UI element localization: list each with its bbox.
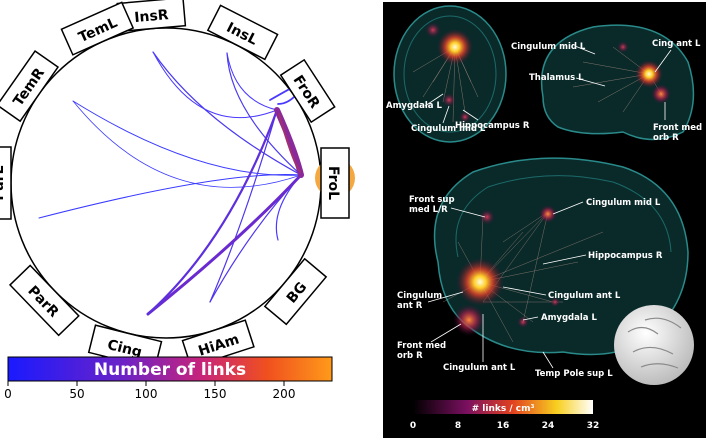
label-leader-line — [552, 201, 584, 215]
chord-fror-hiam-a — [209, 109, 278, 303]
brain-region-label: Hippocampus R — [455, 121, 530, 131]
segment-insl: InsL — [206, 4, 279, 61]
label-leader-line — [430, 323, 462, 343]
chord-frol-parl — [38, 174, 302, 219]
connectogram-ring — [10, 27, 322, 339]
segment-frol: FroL — [320, 147, 350, 219]
density-tick-label: 8 — [455, 421, 461, 431]
segment-fror: FroR — [279, 58, 336, 124]
segment-insr: InsR — [116, 0, 187, 33]
colorbar-tick-label: 100 — [135, 387, 158, 401]
label-leader-line — [522, 316, 539, 321]
colorbar-ticks: 0 50 100 150 200 — [4, 381, 295, 401]
brain-region-label: Temp Pole sup L — [535, 369, 613, 379]
connection-chords — [38, 51, 316, 316]
link-colorbar — [7, 356, 333, 382]
brain-region-label: Amygdala L — [386, 101, 442, 111]
brain-region-label: Amygdala L — [541, 313, 597, 323]
segment-label: InsR — [134, 7, 170, 26]
density-colorbar — [413, 400, 593, 414]
chord-frol-cing — [146, 173, 303, 316]
brain-region-label: Cingulum mid L — [511, 42, 586, 52]
chord-fror-teml — [72, 100, 302, 188]
brain-region-label: ant R — [397, 301, 423, 311]
brain-region-label: Thalamus L — [529, 73, 584, 83]
label-leader-line — [574, 45, 596, 55]
segment-bg: BG — [263, 257, 328, 326]
label-leader-line — [542, 254, 587, 265]
density-tick-label: 16 — [497, 421, 510, 431]
label-leader-line — [427, 291, 464, 303]
brain-region-label: Cingulum ant L — [443, 363, 516, 373]
brain-region-label: Hippocampus R — [588, 251, 663, 261]
segment-label: ParL — [0, 165, 7, 200]
colorbar-tick-label: 200 — [273, 387, 296, 401]
chord-frol-bg — [275, 174, 302, 241]
label-leader-line — [575, 77, 606, 87]
brain-region-label: med L/R — [409, 205, 448, 215]
chord-fror-frol-core — [278, 113, 301, 173]
segment-parr: ParR — [8, 264, 80, 337]
label-leader-line — [502, 286, 547, 296]
density-tick-label: 24 — [542, 421, 555, 431]
colorbar-tick-label: 0 — [4, 387, 12, 401]
segment-teml: TemL — [60, 1, 135, 56]
brain-region-label: Front med — [653, 123, 702, 133]
brain-region-label: orb R — [653, 133, 679, 143]
label-leader-line — [442, 105, 450, 124]
region-segments: InsRInsLFroRFroLBGHiAmCingParRParLTemRTe… — [0, 0, 350, 370]
brain-region-label: Cing ant L — [652, 39, 701, 49]
brain-top-left — [393, 5, 507, 143]
brain-region-label: Front sup — [409, 195, 455, 205]
density-colorbar-title: # links / cm³ — [472, 404, 535, 414]
density-tick-label: 0 — [410, 421, 416, 431]
brain-region-label: orb R — [397, 351, 423, 361]
connectogram-svg: InsRInsLFroRFroLBGHiAmCingParRParLTemRTe… — [0, 0, 355, 401]
density-colorbar-ticks: 0 8 16 24 32 — [410, 421, 599, 431]
chord-fror-insl — [226, 52, 278, 111]
brain-region-label: Front med — [397, 341, 446, 351]
density-tick-label: 32 — [587, 421, 600, 431]
colorbar-title: Number of links — [94, 360, 246, 380]
brain-region-label: Cingulum mid L — [411, 124, 486, 134]
chord-frol-insl — [226, 52, 302, 176]
label-leader-line — [654, 49, 672, 73]
colorbar-tick-label: 150 — [204, 387, 227, 401]
label-leader-line — [462, 109, 479, 121]
label-leader-line — [450, 207, 486, 218]
brain-region-label: Cingulum mid L — [586, 198, 661, 208]
label-leader-line — [542, 351, 554, 369]
chord-frol-insr — [152, 51, 302, 176]
label-leader-line — [424, 93, 444, 107]
brain-region-label: Cingulum — [397, 291, 442, 301]
segment-parl: ParL — [0, 146, 12, 220]
brain-large — [433, 157, 689, 356]
segment-label: FroL — [325, 166, 341, 200]
chord-fror-cing — [146, 108, 279, 316]
brain-top-right — [540, 24, 695, 141]
colorbar-tick-label: 50 — [69, 387, 84, 401]
segment-hiam: HiAm — [181, 319, 255, 369]
chord-fror-insr — [152, 51, 278, 119]
chord-frol-teml — [72, 100, 302, 176]
brain-region-label: Cingulum ant L — [548, 291, 621, 301]
brain-3d-icon — [614, 305, 694, 385]
